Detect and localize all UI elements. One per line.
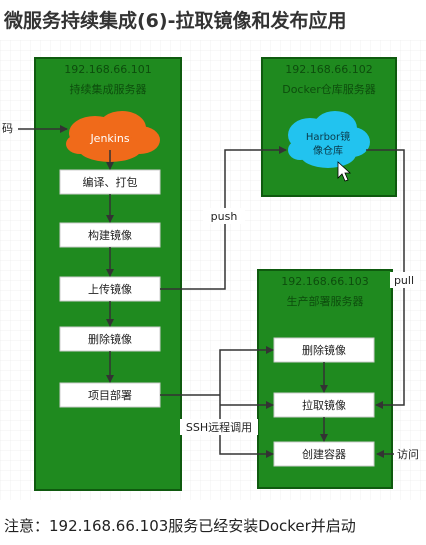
pull-label-bg xyxy=(390,272,420,288)
push-label-bg xyxy=(203,208,245,224)
visit-label: 访问 xyxy=(397,448,419,461)
prod-server-name: 生产部署服务器 xyxy=(287,294,364,308)
jenkins-label: Jenkins xyxy=(89,132,129,145)
ci-step-deploy-label: 项目部署 xyxy=(88,388,132,402)
ci-server-name: 持续集成服务器 xyxy=(70,82,147,96)
prod-step-delete-image-label: 删除镜像 xyxy=(302,343,346,357)
diagram: 192.168.66.101 持续集成服务器 Jenkins 编译、打包 构建镜… xyxy=(0,40,426,500)
harbor-cloud: Harbor镜 像仓库 xyxy=(288,111,370,168)
footer-note: 注意：192.168.66.103服务已经安装Docker并启动 xyxy=(4,517,356,535)
ci-step-delete-image-label: 删除镜像 xyxy=(88,332,132,346)
page-title: 微服务持续集成(6)-拉取镜像和发布应用 xyxy=(4,10,347,32)
ssh-label: SSH远程调用 xyxy=(186,421,252,434)
diagram-canvas: 192.168.66.101 持续集成服务器 Jenkins 编译、打包 构建镜… xyxy=(0,40,426,500)
harbor-label-line1: Harbor镜 xyxy=(306,130,350,143)
prod-step-create-container-label: 创建容器 xyxy=(302,447,346,461)
prod-step-create-container xyxy=(273,441,375,467)
mouse-cursor-icon xyxy=(337,161,352,182)
edge-ssh-delete xyxy=(219,346,274,395)
ci-step-build-image-label: 构建镜像 xyxy=(88,228,132,242)
ci-step-upload-image-label: 上传镜像 xyxy=(88,282,132,296)
ci-step-build-image xyxy=(59,222,161,248)
registry-server-name: Docker仓库服务器 xyxy=(282,82,376,96)
ci-step-deploy xyxy=(59,382,161,408)
jenkins-cloud: Jenkins xyxy=(66,111,160,162)
ci-server-ip: 192.168.66.101 xyxy=(64,63,151,76)
ssh-label-bg xyxy=(180,419,258,435)
pull-label: pull xyxy=(394,274,414,287)
prod-step-pull-image-label: 拉取镜像 xyxy=(302,398,346,412)
edge-ssh-create xyxy=(219,395,274,458)
harbor-label-line2: 像仓库 xyxy=(313,144,343,157)
ci-step-delete-image xyxy=(59,326,161,352)
ci-step-build-label: 编译、打包 xyxy=(83,175,138,189)
prod-server-ip: 192.168.66.103 xyxy=(281,275,368,288)
prod-step-pull-image xyxy=(273,392,375,418)
source-code-label: 码 xyxy=(2,122,13,135)
push-label: push xyxy=(211,210,238,223)
registry-server-ip: 192.168.66.102 xyxy=(285,63,372,76)
